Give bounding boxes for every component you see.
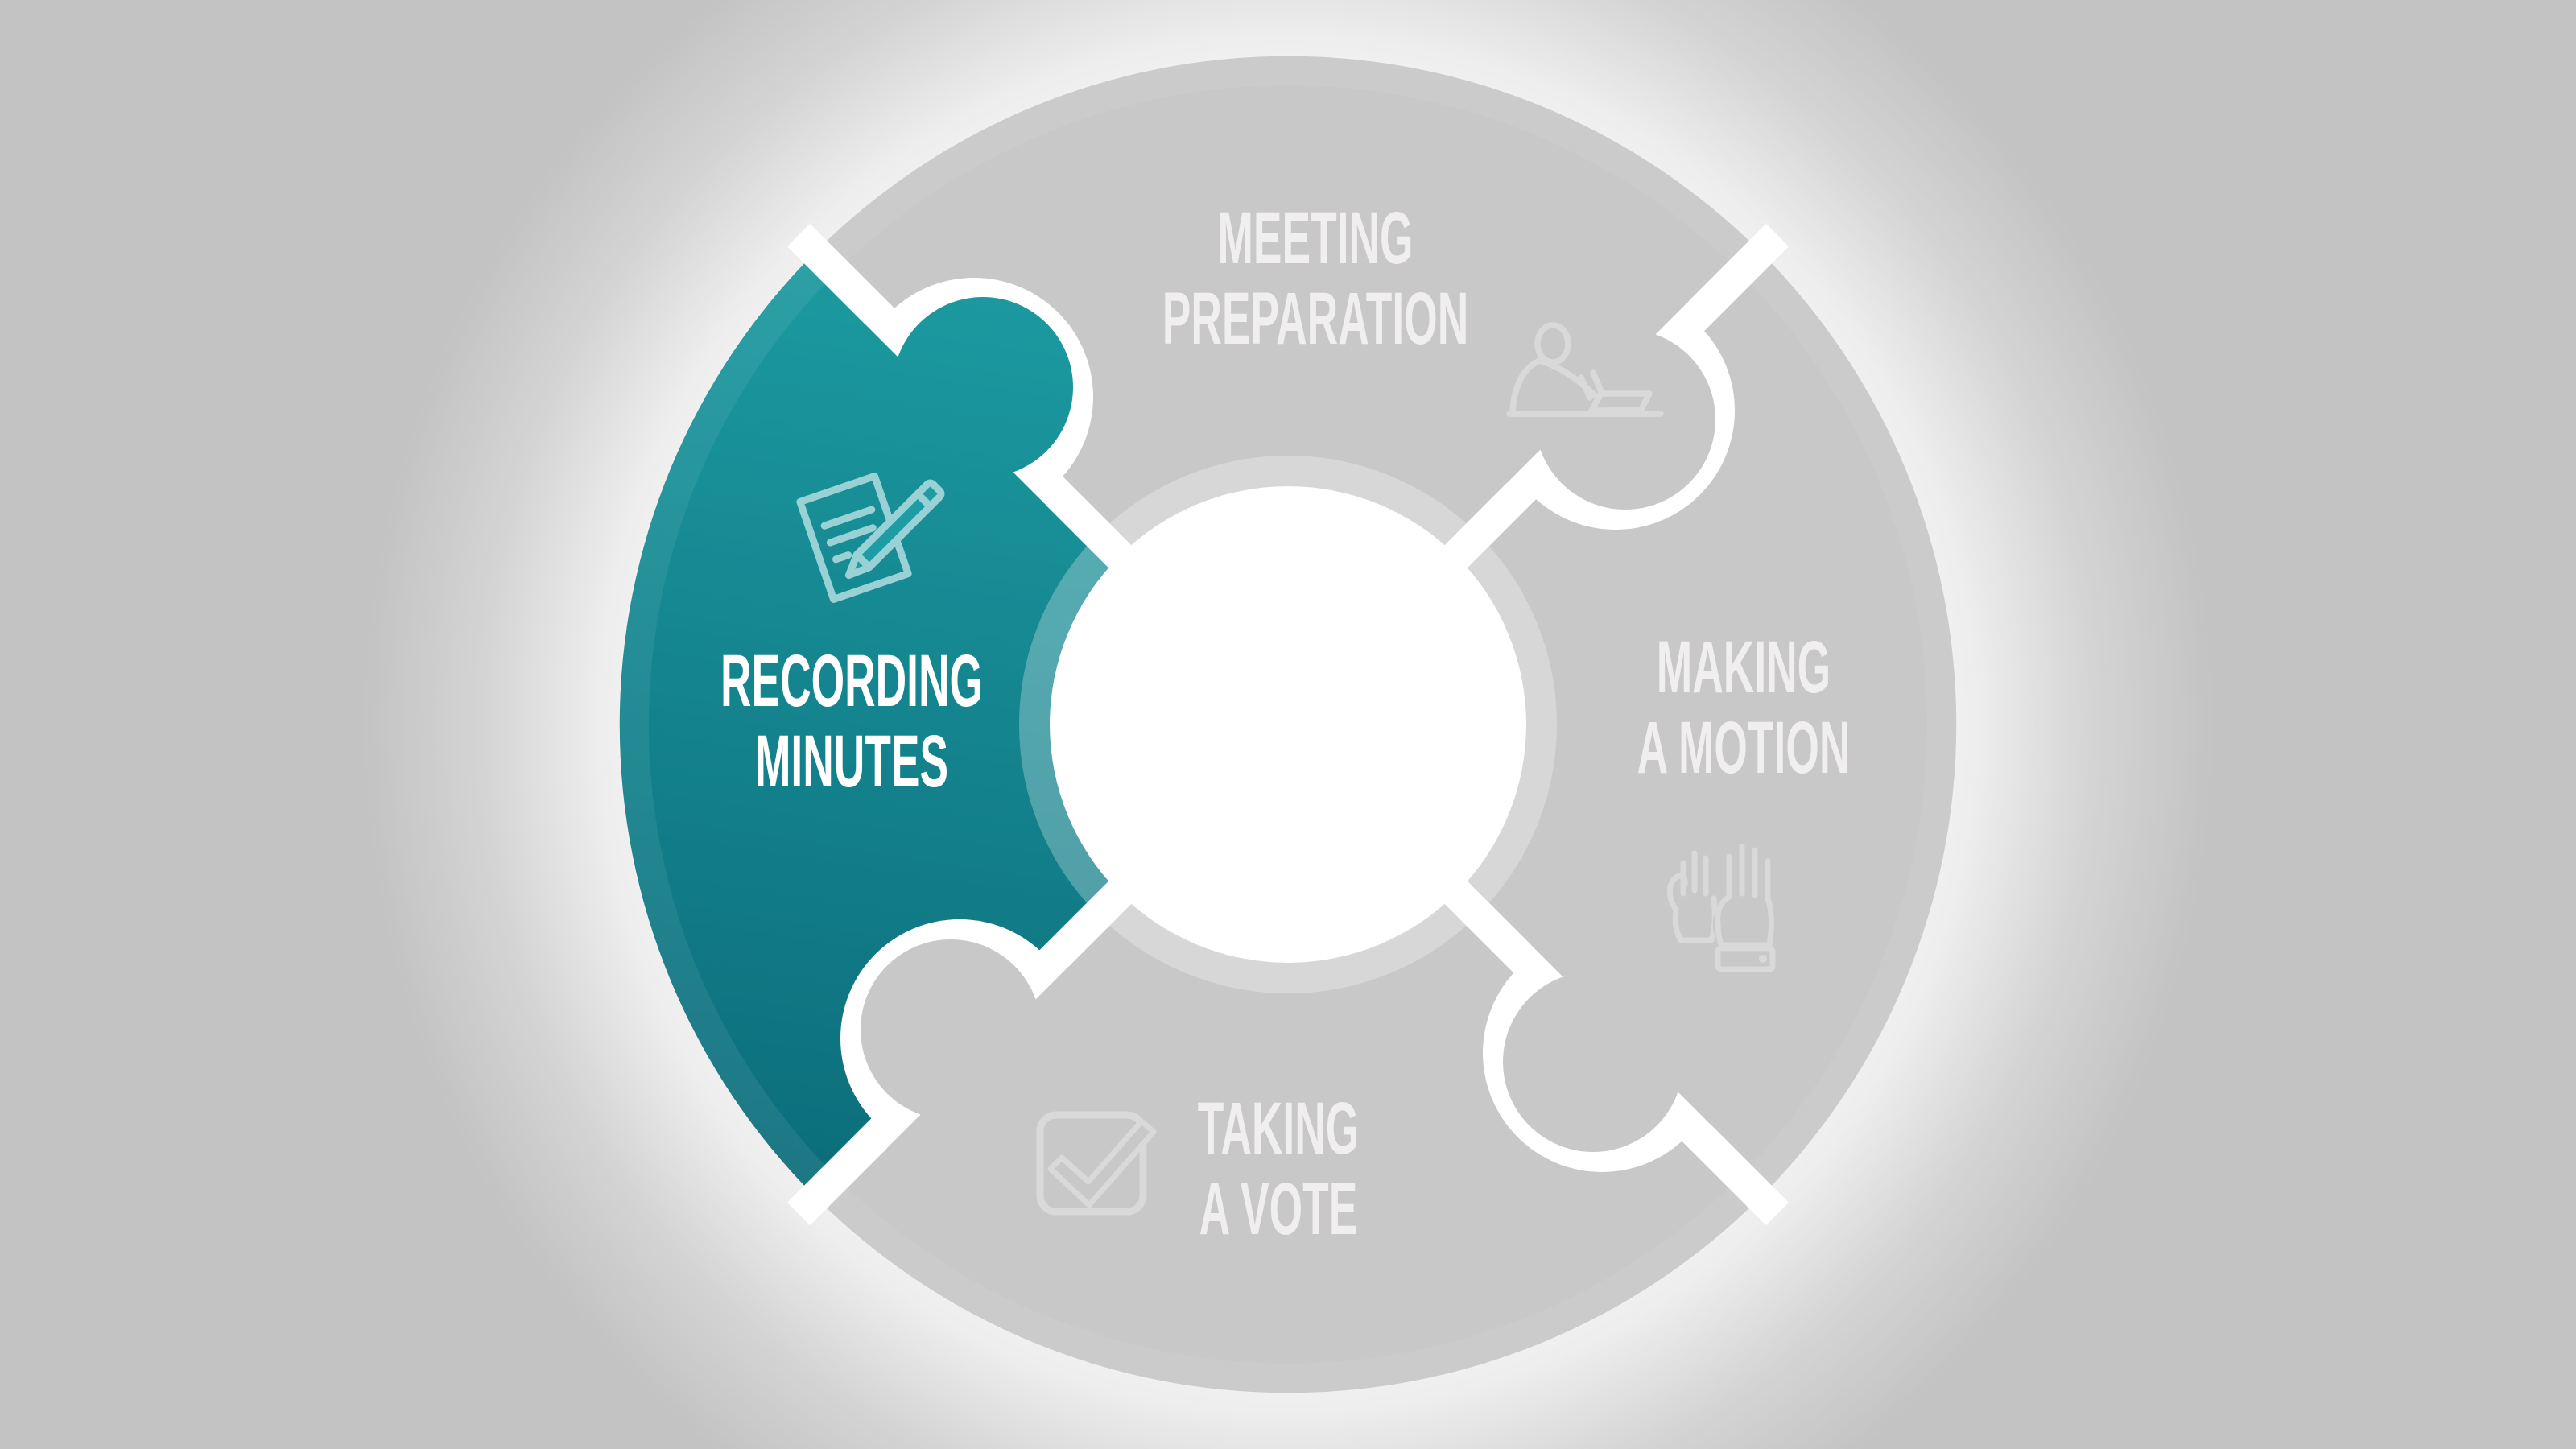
knob-making-a-motion[interactable]: [1503, 972, 1683, 1152]
segment-label-taking-a-vote: TAKING A VOTE: [1197, 1088, 1360, 1250]
inner-ring-highlight: [1019, 456, 1557, 993]
laptop-base: [1588, 390, 1653, 414]
knob-meeting-preparation[interactable]: [1535, 329, 1715, 510]
center-hub: [1050, 486, 1526, 963]
person-at-laptop-icon: [1506, 322, 1664, 417]
segment-label-meeting-preparation: MEETING PREPARATION: [1162, 197, 1469, 360]
checkbox-icon: [1036, 1111, 1157, 1216]
laptop-screen: [1590, 369, 1605, 397]
outer-rim-highlight: [620, 56, 1956, 1393]
knob-taking-a-vote[interactable]: [861, 939, 1041, 1120]
front-hand: [1712, 844, 1776, 972]
knob-recording-minutes[interactable]: [893, 297, 1073, 477]
neck-taking-a-vote: [887, 966, 1154, 1233]
neck-recording-minutes: [779, 324, 1046, 591]
person-body-arm: [1509, 357, 1598, 415]
pencil: [844, 479, 945, 580]
cuff-button: [1759, 955, 1767, 963]
person-head: [1534, 322, 1571, 365]
segment-label-making-a-motion: MAKING A MOTION: [1637, 626, 1851, 789]
document-pencil-icon: [796, 473, 945, 603]
neck-making-a-motion: [1530, 858, 1797, 1125]
person-pen: [1578, 374, 1593, 401]
checkbox-box: [1036, 1111, 1147, 1216]
cuff: [1715, 945, 1776, 972]
back-hand: [1667, 850, 1718, 943]
neck-meeting-preparation: [1422, 216, 1689, 483]
segment-label-recording-minutes: RECORDING MINUTES: [720, 640, 984, 803]
checkmark: [1047, 1118, 1157, 1208]
raised-hands-icon: [1667, 844, 1776, 972]
